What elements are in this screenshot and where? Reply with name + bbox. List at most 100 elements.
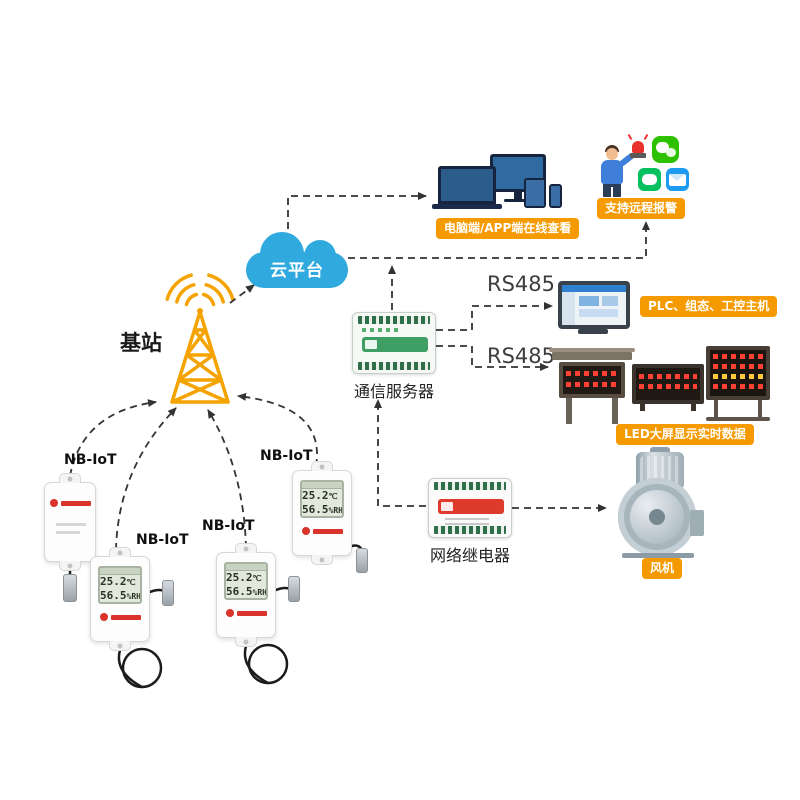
led-board-foot [640, 404, 645, 411]
pc-app-devices [432, 152, 564, 216]
base-station-tower-icon [165, 273, 235, 404]
wechat-bubble [666, 148, 676, 157]
relay-brand-band [438, 499, 504, 514]
brand-mark [293, 527, 351, 535]
plc-screen-widget [579, 296, 599, 306]
comm-server-device [352, 312, 436, 374]
alarm-beacon-icon [643, 133, 649, 141]
mail-envelope-flap [669, 174, 685, 181]
alarm-badge: 支持远程报警 [597, 198, 686, 219]
plc-screen [562, 285, 626, 325]
brand-mark [45, 499, 95, 507]
fan-badge: 风机 [642, 558, 683, 579]
laptop-screen [441, 169, 493, 201]
led-text-row [713, 384, 763, 389]
brand-bar [312, 528, 343, 534]
mount-tab [311, 555, 333, 565]
relay-text-lines [445, 518, 489, 525]
led-screen [710, 350, 766, 396]
humidity-reading: 56.5%RH [100, 589, 141, 602]
server-label: 通信服务器 [353, 382, 434, 401]
alarm-beacon-icon [630, 153, 646, 158]
screw-hole [117, 643, 123, 648]
sensor2-probe [162, 580, 174, 606]
brand-bar [110, 614, 141, 620]
brand-bar [60, 500, 91, 506]
person-icon [611, 187, 613, 197]
tablet-icon [524, 178, 546, 208]
line-server-to-led [436, 345, 549, 371]
screw-hole [243, 546, 249, 551]
terminal-block [358, 316, 430, 324]
led-board-outdoor [549, 348, 635, 424]
plc-screen-widget [602, 296, 618, 306]
wechat-icon [652, 136, 679, 163]
mount-tab [235, 543, 257, 553]
message-bubble [642, 174, 657, 185]
led-text-row [639, 384, 697, 389]
screw-hole [67, 563, 73, 568]
temperature-reading: 25.2℃ [100, 575, 136, 588]
label-line [56, 531, 80, 534]
mount-tab [109, 547, 131, 557]
led-text-row [713, 354, 763, 359]
line-tower-to-cloud [229, 284, 255, 304]
tablet-screen [526, 180, 544, 206]
nbiot-label-4: NB-IoT [260, 448, 313, 464]
nbiot-label-3: NB-IoT [202, 518, 255, 534]
mail-icon [666, 168, 689, 191]
led-board-roof [549, 348, 635, 352]
screw-hole [243, 639, 249, 644]
led-text-row [713, 374, 763, 379]
nbiot-label-1: NB-IoT [64, 452, 117, 468]
led-board-leg [566, 398, 572, 424]
phone-icon [549, 184, 562, 208]
sensor3-probe [288, 576, 300, 602]
rs485-label-bottom: RS485 [487, 344, 556, 368]
person-icon [606, 148, 618, 160]
lcd-header [226, 564, 266, 571]
lcd-header [302, 482, 342, 489]
plc-monitor-icon [558, 281, 630, 329]
led-board-frame [706, 346, 770, 400]
pc-badge: 电脑端/APP端在线查看 [436, 218, 580, 239]
plc-screen-widget [579, 309, 618, 317]
brand-logo [365, 340, 377, 349]
sensor2-cable [117, 648, 144, 689]
led-text-row [713, 364, 763, 369]
nbiot-sensor-3: 25.2℃ 56.5%RH [216, 543, 276, 647]
nbiot-sensor-1 [44, 473, 96, 571]
humidity-reading: 56.5%RH [302, 503, 343, 516]
fan-blower-icon [610, 447, 710, 560]
remote-alarm-group [596, 133, 696, 198]
person-icon [601, 160, 623, 184]
brand-bar [236, 610, 267, 616]
message-icon [638, 168, 661, 191]
base-station-label: 基站 [120, 331, 162, 355]
brand-mark [91, 613, 149, 621]
line-cloud-to-alarm [348, 221, 650, 259]
brand-dot [49, 499, 58, 507]
plc-monitor-stand [578, 329, 608, 334]
line-sensor3-to-tower [207, 409, 247, 549]
sensor1-probe [63, 574, 77, 602]
fan-hub [649, 509, 665, 525]
terminal-block [434, 526, 506, 534]
sensor-lcd: 25.2℃ 56.5%RH [224, 562, 268, 600]
sensor-lcd: 25.2℃ 56.5%RH [300, 480, 344, 518]
monitor-foot [504, 199, 532, 202]
sensor3-cable-coil [247, 643, 289, 685]
screw-hole [67, 476, 73, 481]
brand-dot [225, 609, 234, 617]
mount-tab [235, 637, 257, 647]
led-board-frame [559, 362, 625, 398]
fan-flange [690, 510, 704, 536]
led-board-foot [691, 404, 696, 411]
plc-screen-header [562, 285, 626, 292]
alarm-beacon-icon [632, 141, 644, 153]
nbiot-sensor-4: 25.2℃ 56.5%RH [292, 461, 352, 565]
sensor-lcd: 25.2℃ 56.5%RH [98, 566, 142, 604]
plc-screen-sidebar [562, 292, 575, 325]
cloud-label: 云平台 [270, 261, 324, 281]
